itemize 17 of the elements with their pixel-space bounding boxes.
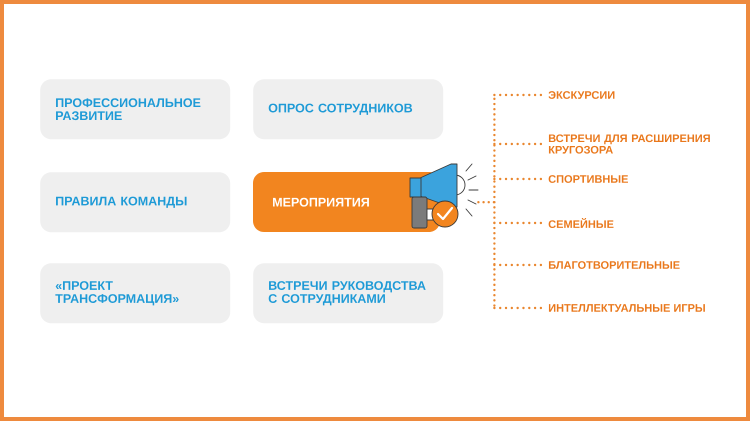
dotted-connector [493, 222, 542, 224]
topic-box: ВСТРЕЧИ РУКОВОДСТВА С СОТРУДНИКАМИ [253, 263, 444, 324]
item-label: ЭКСКУРСИИ [548, 91, 614, 99]
item-label: ВСТРЕЧИ ДЛЯ РАСШИРЕНИЯ КРУГОЗОРА [548, 134, 710, 154]
dotted-connector [493, 306, 542, 310]
item-label: СЕМЕЙНЫЕ [548, 218, 614, 228]
dotted-connector [493, 264, 542, 266]
topic-box: ОПРОС СОТРУДНИКОВ [253, 79, 444, 140]
item-label: БЛАГОТВОРИТЕЛЬНЫЕ [548, 261, 680, 269]
topic-box: ПРОФЕССИОНАЛЬНОЕ РАЗВИТИЕ [40, 79, 230, 140]
dotted-connector [493, 178, 542, 180]
topic-box: «ПРОЕКТ ТРАНСФОРМАЦИЯ» [40, 263, 230, 324]
item-label: СПОРТИВНЫЕ [548, 175, 628, 183]
dotted-connector [493, 94, 542, 96]
dotted-connector [493, 142, 542, 146]
topic-box: ПРАВИЛА КОМАНДЫ [40, 172, 230, 232]
item-label: ИНТЕЛЛЕКТУАЛЬНЫЕ ИГРЫ [548, 304, 705, 312]
